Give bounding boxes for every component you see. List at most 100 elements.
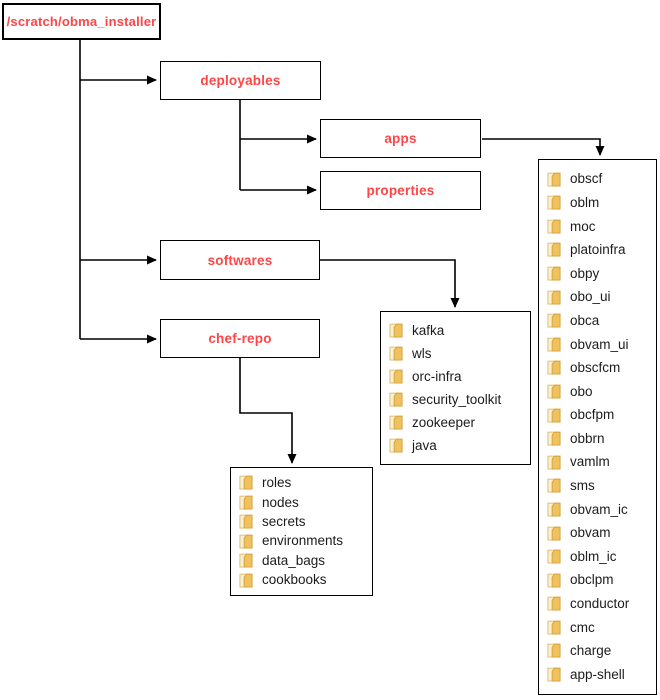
folder-icon [239,553,253,568]
folder-icon [547,384,561,399]
folder-item-label: cmc [570,619,595,635]
folder-item-label: roles [262,475,292,491]
folder-icon [239,514,253,529]
folder-item-label: obbrn [570,430,605,446]
folder-item: cookbooks [239,573,370,588]
node-deployables: deployables [160,61,321,100]
folder-icon [547,620,561,635]
folder-item-label: obca [570,312,600,328]
folder-icon [547,266,561,281]
folder-item: obbrn [547,431,654,446]
folder-item-label: obclpm [570,572,614,588]
folder-item: conductor [547,596,654,611]
folder-icon [389,369,403,384]
folder-item-label: obo_ui [570,289,611,305]
node-apps-label: apps [384,131,417,146]
folder-icon [547,526,561,541]
node-root-label: /scratch/obma_installer [6,14,157,29]
folder-item-label: oblm_ic [570,548,617,564]
folder-icon [547,455,561,470]
node-softwares: softwares [160,240,320,280]
folder-item-label: obscf [570,171,603,187]
folder-icon [547,337,561,352]
node-root: /scratch/obma_installer [2,3,161,40]
folder-icon [239,573,253,588]
connector-apps-to-apps-folders [482,138,605,156]
node-properties-label: properties [366,183,435,198]
folder-item: secrets [239,514,370,529]
folder-item: obscfcm [547,360,654,375]
folder-item-label: obscfcm [570,360,621,376]
folder-item-label: charge [570,643,612,659]
folder-icon [547,195,561,210]
folder-item: oblm [547,195,654,210]
folder-item: kafka [389,323,528,338]
folder-icon [389,415,403,430]
folder-item: java [389,438,528,453]
folder-icon [547,573,561,588]
folder-item: roles [239,475,370,490]
folder-icon [547,243,561,257]
folder-item: vamlm [547,455,654,470]
folder-item: charge [547,643,654,658]
folder-icon [547,290,561,305]
node-softwares-label: softwares [207,252,273,268]
folder-item: environments [239,534,370,549]
connector-softwares-to-softwares-folders [320,259,460,308]
folder-item-label: cookbooks [262,572,327,588]
folder-item-label: moc [570,218,596,234]
folder-icon [547,408,561,423]
folder-icon [239,495,253,510]
folder-item: obvam_ic [547,502,654,517]
folder-item: cmc [547,620,654,635]
folder-item: wls [389,346,528,361]
folder-item-label: obvam_ic [570,501,628,517]
folder-item: obcfpm [547,408,654,423]
folder-item: obvam [547,526,654,541]
folder-icon [389,438,403,453]
folder-item: orc-infra [389,369,528,384]
folder-item: oblm_ic [547,549,654,564]
folder-icon [547,596,561,611]
folder-icon [547,667,561,682]
folder-item: platoinfra [547,242,654,257]
node-apps: apps [320,119,481,158]
node-chef-repo: chef-repo [160,319,320,358]
folder-item-label: obcfpm [570,407,615,423]
folder-icon [547,478,561,493]
folder-item: data_bags [239,553,370,568]
folder-icon [547,431,561,446]
folder-item-label: java [412,437,437,453]
folder-item-label: wls [412,345,432,361]
folder-item-label: conductor [570,596,630,612]
folder-item-label: vamlm [570,454,610,470]
folder-icon [389,346,403,361]
folder-item: obo [547,384,654,399]
folder-icon [547,313,561,328]
folder-item-label: sms [570,478,595,494]
folder-item: security_toolkit [389,392,528,407]
folder-item: zookeeper [389,415,528,430]
folder-item-label: obvam_ui [570,336,629,352]
folder-item: nodes [239,495,370,510]
folder-item-label: zookeeper [412,414,476,430]
folder-icon [547,361,561,375]
folder-item: sms [547,478,654,493]
folder-item-label: nodes [262,494,299,510]
folder-item-label: secrets [262,514,306,530]
folder-icon [239,476,253,490]
folder-item-label: oblm [570,194,600,210]
folder-item: obscf [547,172,654,187]
folder-item-label: data_bags [262,552,326,568]
folder-item-label: kafka [412,322,445,338]
folder-item: obclpm [547,573,654,588]
folder-icon [547,549,561,564]
node-chef-repo-label: chef-repo [208,331,272,346]
folder-item: app-shell [547,667,654,682]
connector-chef-repo-to-chef-folders [239,358,297,464]
folder-item-label: environments [262,533,344,549]
